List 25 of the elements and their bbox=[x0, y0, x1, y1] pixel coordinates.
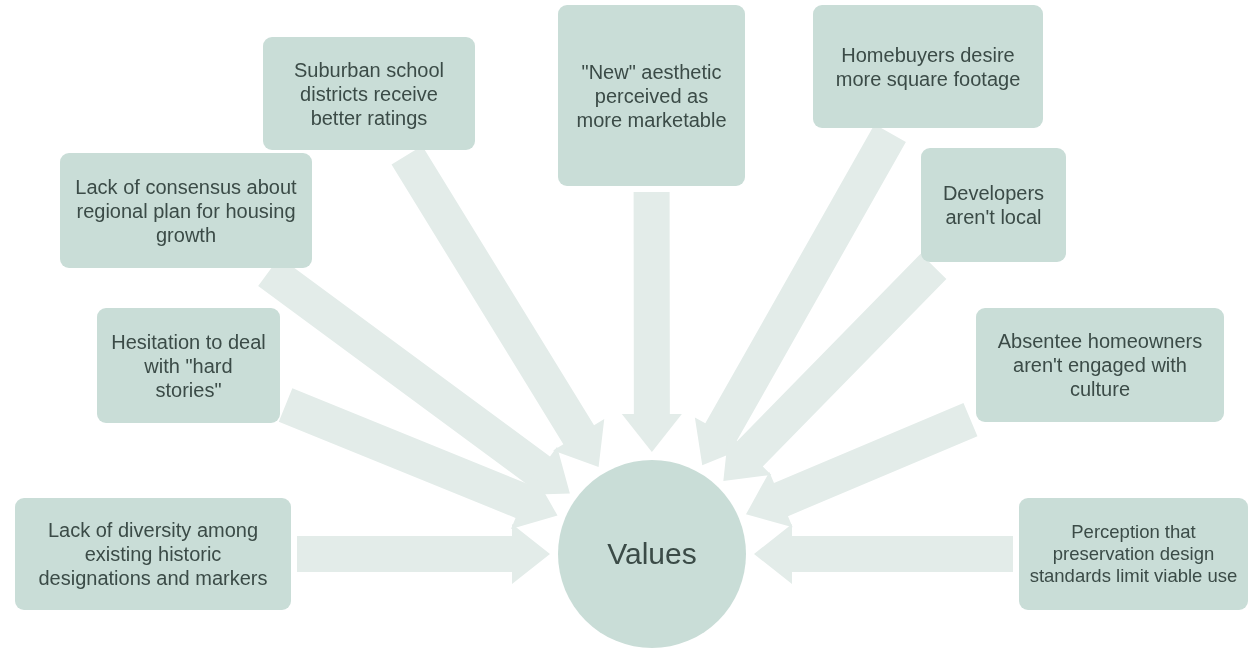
node-label: Suburban school districts receive better ratings bbox=[292, 57, 446, 130]
text-box bbox=[921, 148, 1066, 262]
text-box bbox=[976, 308, 1224, 422]
node-label: Values bbox=[607, 536, 697, 572]
node-label: Lack of consensus about regional plan for housing growth bbox=[74, 174, 298, 247]
text-box bbox=[813, 5, 1043, 128]
text-box bbox=[1019, 498, 1248, 610]
text-box bbox=[60, 153, 312, 268]
block-arrow bbox=[297, 524, 550, 584]
node-label: Hesitation to deal with "hard stories" bbox=[111, 329, 266, 402]
text-box bbox=[558, 5, 745, 186]
block-arrow bbox=[723, 253, 947, 482]
block-arrow bbox=[746, 403, 978, 528]
text-box bbox=[15, 498, 291, 610]
node-label: "New" aesthetic perceived as more marketable bbox=[575, 59, 728, 132]
node-label: Developers aren't local bbox=[941, 181, 1046, 229]
text-box bbox=[263, 37, 475, 150]
node-label: Homebuyers desire more square footage bbox=[834, 42, 1022, 91]
text-box bbox=[97, 308, 280, 423]
node-label: Perception that preservation design standards limit viable use bbox=[1028, 520, 1239, 588]
node-label: Absentee homeowners aren't engaged with culture bbox=[996, 329, 1204, 401]
node-label: Lack of diversity among existing historic designations and markers bbox=[37, 518, 269, 590]
block-arrow bbox=[621, 192, 682, 452]
block-arrow bbox=[278, 388, 558, 530]
block-arrow bbox=[754, 524, 1013, 584]
